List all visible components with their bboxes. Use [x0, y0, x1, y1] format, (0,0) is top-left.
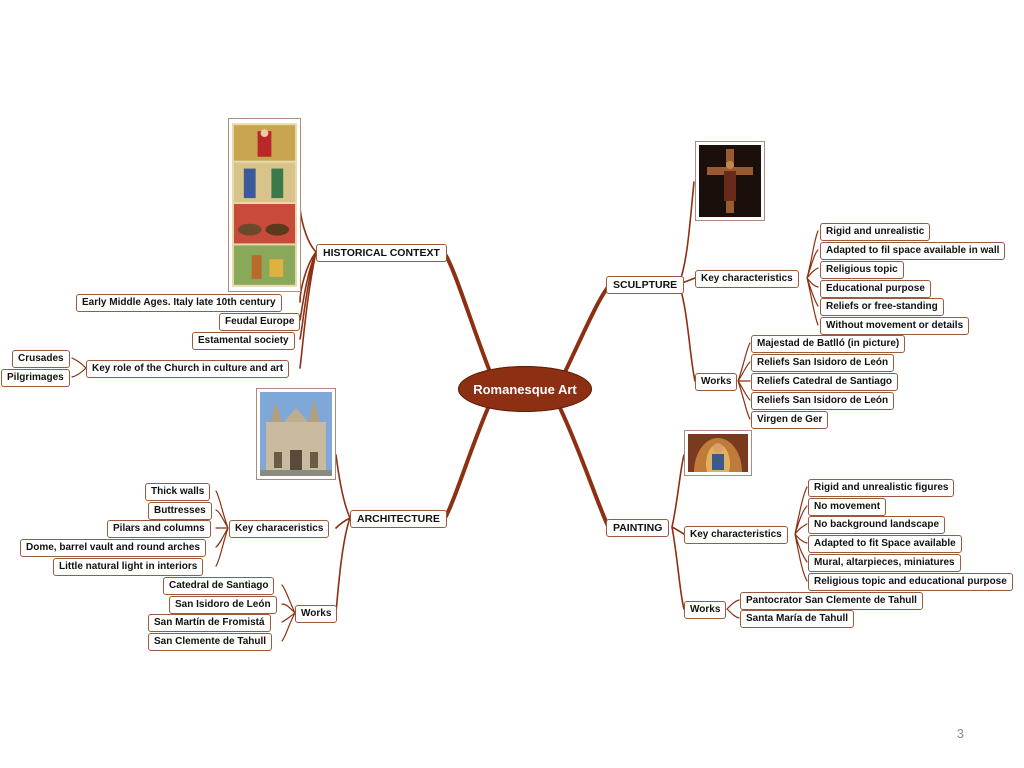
painting-key-item[interactable]: No movement	[808, 498, 887, 516]
paint-connectors	[671, 454, 685, 610]
painting-node[interactable]: PAINTING	[606, 519, 670, 537]
branch-painting	[558, 406, 610, 528]
sculpture-work-item[interactable]: Reliefs San Isidoro de León	[751, 354, 895, 372]
historical-context-node[interactable]: HISTORICAL CONTEXT	[316, 244, 447, 262]
sculpture-work-item[interactable]: Virgen de Ger	[751, 411, 829, 429]
historical-item-role-of-church[interactable]: Key role of the Church in culture and ar…	[86, 360, 290, 378]
sculpture-crucifix-image	[695, 141, 765, 221]
page-number: 3	[956, 726, 964, 741]
architecture-key-item[interactable]: Thick walls	[145, 483, 211, 501]
painting-key-item[interactable]: No background landscape	[808, 516, 946, 534]
sculpture-key-item[interactable]: Without movement or details	[820, 317, 970, 335]
sculpture-works[interactable]: Works	[695, 373, 738, 391]
architecture-key-item[interactable]: Dome, barrel vault and round arches	[20, 539, 206, 557]
sculpture-key-characteristics[interactable]: Key characteristics	[695, 270, 799, 288]
architecture-work-item[interactable]: San Clemente de Tahull	[148, 633, 273, 651]
historical-item-early-middle-ages[interactable]: Early Middle Ages. Italy late 10th centu…	[76, 294, 282, 312]
branch-historical	[443, 252, 492, 374]
medieval-miniatures-icon	[232, 123, 297, 287]
architecture-node[interactable]: ARCHITECTURE	[350, 510, 447, 528]
historical-illustration-image	[228, 118, 301, 292]
sculpt-key-connectors	[806, 230, 819, 326]
architecture-key-item[interactable]: Little natural light in interiors	[53, 558, 204, 576]
architecture-works[interactable]: Works	[295, 605, 338, 623]
painting-key-characteristics[interactable]: Key characteristics	[684, 526, 788, 544]
architecture-cathedral-image	[256, 388, 336, 480]
painting-key-item[interactable]: Adapted to fit Space available	[808, 535, 962, 553]
architecture-key-item[interactable]: Buttresses	[148, 502, 212, 520]
paint-works-connectors	[726, 599, 740, 619]
sculpture-key-item[interactable]: Educational purpose	[820, 280, 931, 298]
painting-key-item[interactable]: Mural, altarpieces, miniatures	[808, 554, 961, 572]
architecture-work-item[interactable]: San Isidoro de León	[169, 596, 277, 614]
church-child-pilgrimages[interactable]: Pilgrimages	[1, 369, 70, 387]
painting-key-item[interactable]: Religious topic and educational purpose	[808, 573, 1013, 591]
sculpture-key-item[interactable]: Rigid and unrealistic	[820, 223, 931, 241]
branch-sculpture	[563, 283, 612, 374]
historical-item-estamental-society[interactable]: Estamental society	[192, 332, 295, 350]
painting-work-item[interactable]: Pantocrator San Clemente de Tahull	[740, 592, 923, 610]
architecture-key-item[interactable]: Pilars and columns	[107, 520, 211, 538]
crucifix-icon	[699, 145, 761, 217]
architecture-key-characteristics[interactable]: Key characeristics	[229, 520, 330, 538]
central-topic[interactable]: Romanesque Art	[458, 366, 592, 412]
painting-works[interactable]: Works	[684, 601, 727, 619]
sculpture-key-item[interactable]: Religious topic	[820, 261, 904, 279]
sculpture-work-item[interactable]: Reliefs Catedral de Santiago	[751, 373, 899, 391]
sculpture-key-item[interactable]: Reliefs or free-standing	[820, 298, 944, 316]
historical-item-feudal-europe[interactable]: Feudal Europe	[219, 313, 301, 331]
sculpture-node[interactable]: SCULPTURE	[606, 276, 685, 294]
church-child-crusades[interactable]: Crusades	[12, 350, 70, 368]
pantocrator-icon	[688, 434, 748, 472]
arch-key-connectors	[215, 490, 229, 567]
painting-pantocrator-image	[684, 430, 752, 476]
arch-connectors	[335, 454, 351, 614]
painting-work-item[interactable]: Santa María de Tahull	[740, 610, 855, 628]
hist-connectors	[299, 204, 317, 369]
branch-architecture	[443, 406, 490, 520]
sculpture-work-item[interactable]: Majestad de Batlló (in picture)	[751, 335, 906, 353]
arch-works-connectors	[281, 584, 296, 642]
sculpture-work-item[interactable]: Reliefs San Isidoro de León	[751, 392, 895, 410]
church-connectors	[71, 357, 87, 378]
paint-key-connectors	[794, 486, 808, 582]
architecture-work-item[interactable]: San Martín de Fromistá	[148, 614, 271, 632]
architecture-work-item[interactable]: Catedral de Santiago	[163, 577, 275, 595]
sculpture-key-item[interactable]: Adapted to fil space available in wall	[820, 242, 1006, 260]
painting-key-item[interactable]: Rigid and unrealistic figures	[808, 479, 955, 497]
cathedral-icon	[260, 392, 332, 476]
sculpt-works-connectors	[737, 342, 751, 420]
